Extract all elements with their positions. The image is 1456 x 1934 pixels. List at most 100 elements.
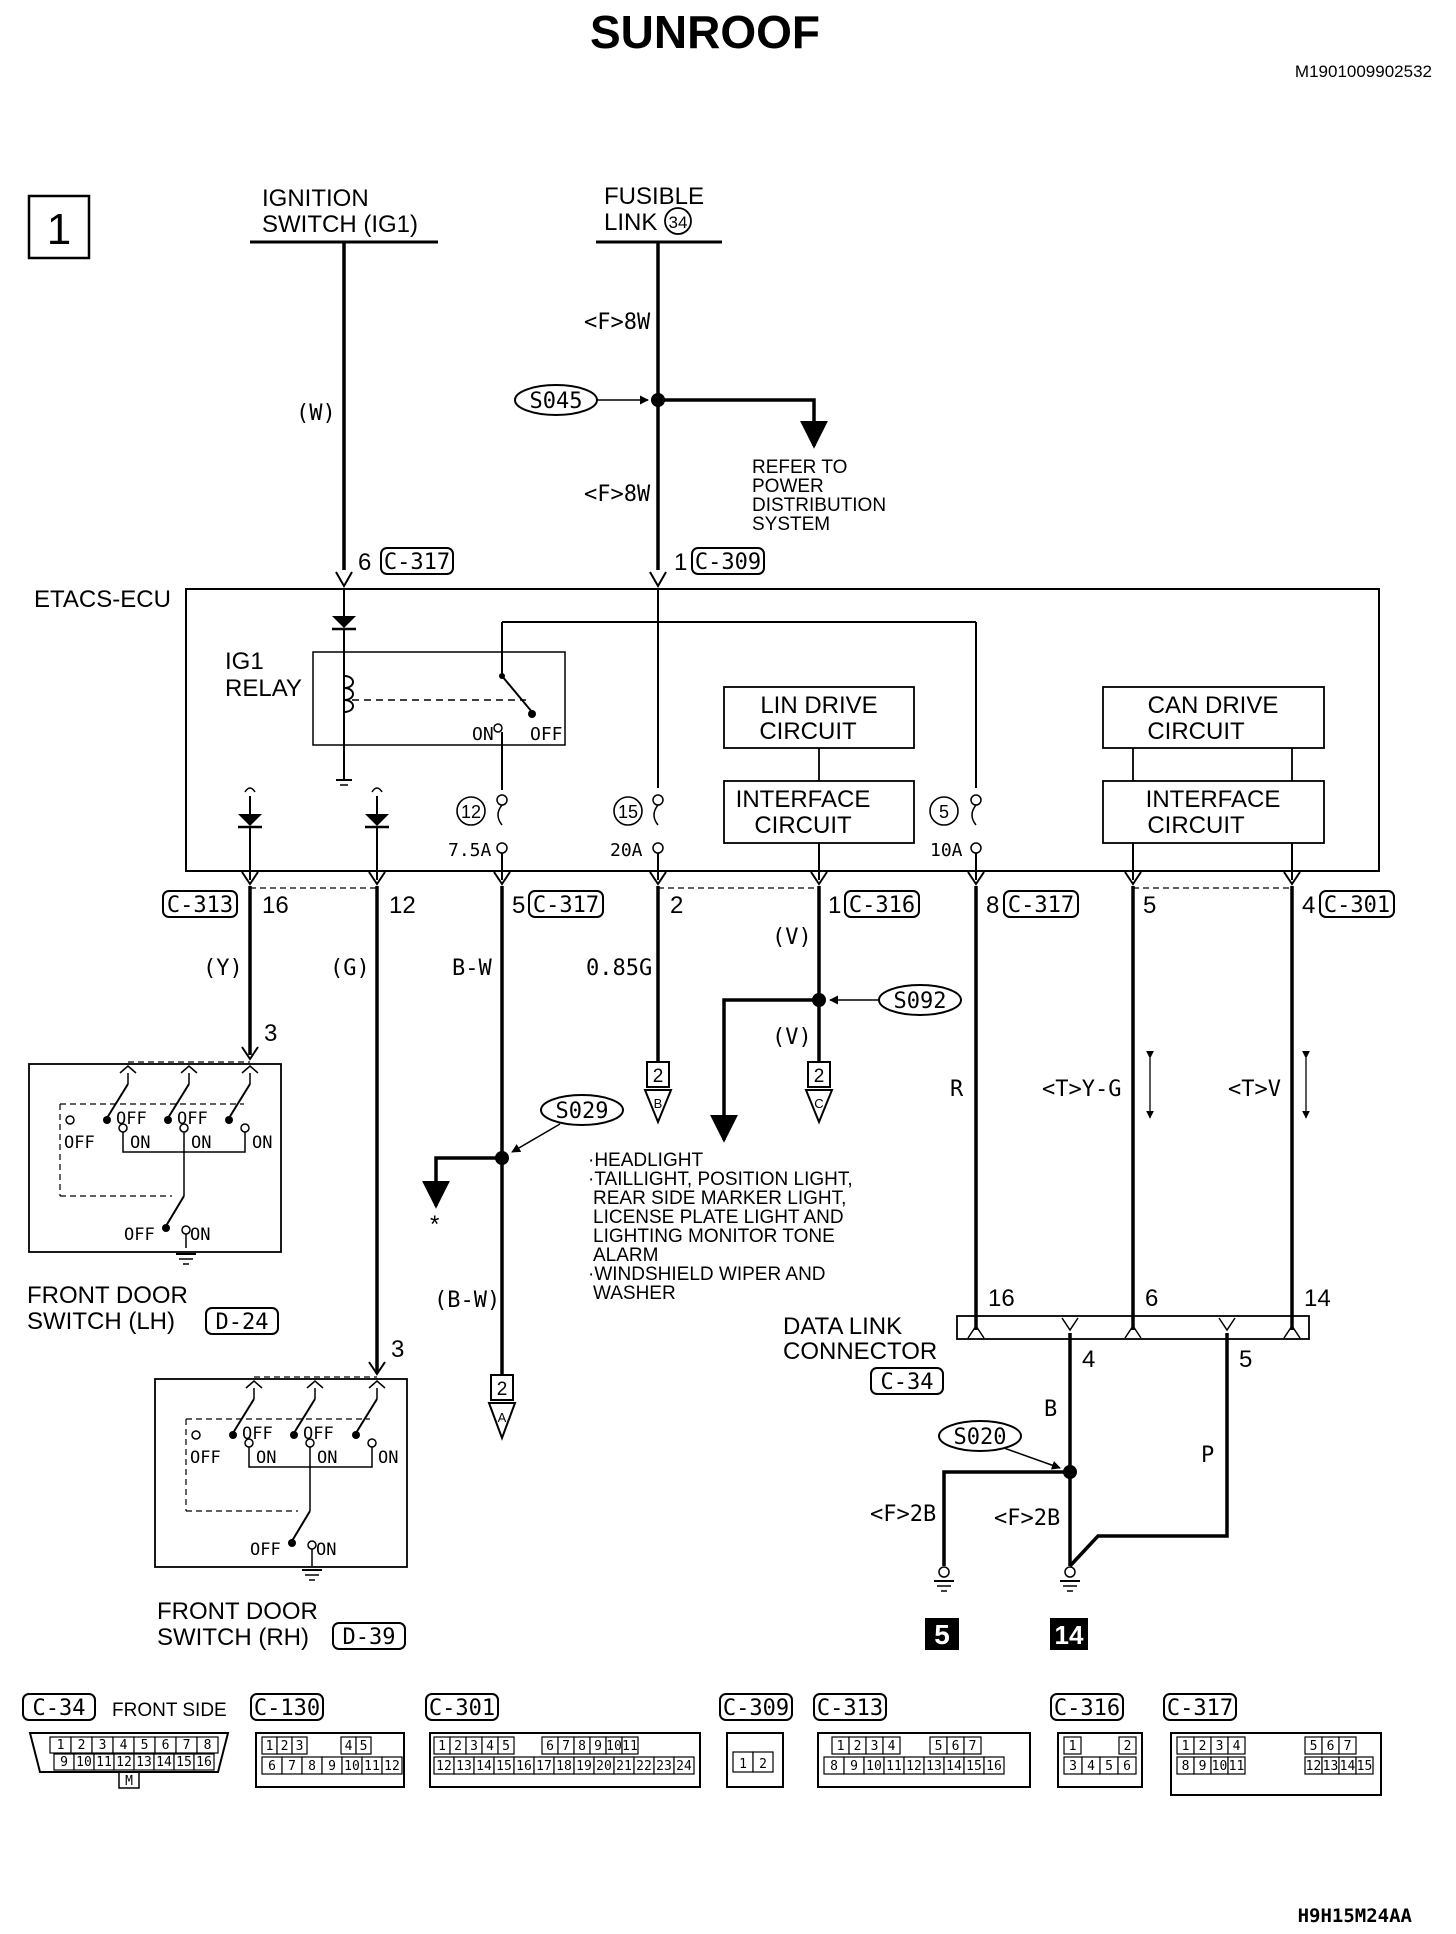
fuse-12-number: 12 [461, 802, 481, 822]
door-rh-conn: D-39 [343, 1625, 396, 1650]
face-c301-id: C-301 [429, 1696, 495, 1721]
connector-pin-cell [673, 1756, 695, 1775]
connector-pin-number: 2 [1199, 1739, 1207, 1754]
door-lh-name-2: SWITCH (LH) [27, 1308, 175, 1335]
lh-on-1: ON [130, 1133, 150, 1153]
connector-pin-number: 5 [935, 1739, 943, 1754]
document-code: M1901009902532 [1295, 62, 1432, 81]
connector-pin-cell [882, 1736, 901, 1755]
pin-1: 1 [828, 892, 841, 919]
fuse-15-rating: 20A [610, 840, 643, 861]
connector-pin-number: 10 [76, 1755, 92, 1770]
pin-5: 5 [512, 892, 525, 919]
connector-pin-number: 2 [281, 1739, 289, 1754]
interface-2-label-1: INTERFACE [1146, 786, 1281, 813]
connector-pin-number: 2 [454, 1739, 462, 1754]
rh-on-1: ON [256, 1448, 276, 1468]
connector-pin-number: 14 [946, 1759, 962, 1774]
wire-s029-branch [422, 1156, 502, 1209]
connector-pin-number: 7 [288, 1759, 296, 1774]
door-rh-name-2: SWITCH (RH) [157, 1624, 309, 1651]
load-line-2: ·TAILLIGHT, POSITION LIGHT, [588, 1169, 853, 1190]
connector-pin-number: 9 [60, 1755, 68, 1770]
front-door-switch-lh: OFF OFF OFF ON ON ON OFF ON FRONT DOOR S… [27, 1046, 282, 1335]
connector-pin-number: 5 [141, 1738, 149, 1753]
dlc-pin-14: 14 [1304, 1285, 1331, 1312]
ground-14-badge [1050, 1618, 1088, 1650]
splice-s045-label: S045 [530, 389, 583, 414]
connector-pin-number: 3 [1216, 1739, 1224, 1754]
connector-pin-number: 10 [866, 1759, 882, 1774]
diode-ig1-icon [332, 616, 356, 628]
offpage-a-num: 2 [497, 1379, 508, 1400]
conn-c316: C-316 [849, 893, 915, 918]
wire-label-f8w-upper: <F>8W [584, 310, 651, 335]
splice-s029-label: S029 [556, 1099, 609, 1124]
offpage-connector-b: 2 B [643, 1061, 673, 1125]
connector-pin-number: 7 [183, 1738, 191, 1753]
lh-off-4: OFF [124, 1225, 155, 1245]
wire-p [1068, 1333, 1229, 1568]
connector-pin-number: 16 [986, 1759, 1002, 1774]
connector-pin-number: 7 [969, 1739, 977, 1754]
face-c316-id: C-316 [1054, 1696, 1120, 1721]
pin-2: 2 [670, 892, 683, 919]
connector-pin-number: 13 [456, 1759, 472, 1774]
fuse-12: 12 7.5A [448, 794, 508, 861]
connector-pin-number: 15 [966, 1759, 982, 1774]
fuse-5: 5 10A [929, 794, 982, 861]
connector-pin-number: 6 [268, 1759, 276, 1774]
connector-pin-cell [355, 1736, 372, 1755]
interface-2-label-2: CIRCUIT [1147, 812, 1245, 839]
pin-16: 16 [262, 892, 289, 919]
ignition-label-2: SWITCH (IG1) [262, 211, 418, 238]
fuse-12-rating: 7.5A [448, 840, 492, 861]
lin-drive-label-2: CIRCUIT [759, 718, 857, 745]
lin-drive-label-1: LIN DRIVE [760, 692, 877, 719]
rh-off-3: OFF [190, 1448, 221, 1468]
wire-label-b: B [1044, 1397, 1057, 1422]
connector-pin-number: 15 [1357, 1759, 1373, 1774]
connector-pin-number: 4 [888, 1739, 896, 1754]
dlc-name-2: CONNECTOR [783, 1338, 937, 1365]
connector-pin-cell [1117, 1756, 1137, 1775]
lh-on-4: ON [190, 1225, 210, 1245]
dlc-pin-5: 5 [1239, 1346, 1252, 1373]
connector-pin-cell [381, 1756, 403, 1775]
connector-pin-number: 16 [196, 1755, 212, 1770]
connector-pin-cell [497, 1736, 515, 1755]
connector-pin-number: 3 [1069, 1759, 1077, 1774]
connector-pin-cell [963, 1736, 982, 1755]
connector-pin-number: 5 [360, 1739, 368, 1754]
diode-pin16-icon [238, 814, 262, 826]
ignition-switch-source: IGNITION SWITCH (IG1) [250, 185, 438, 244]
connector-pin-number: 17 [536, 1759, 552, 1774]
face-c313-id: C-313 [817, 1696, 883, 1721]
offpage-a-letter: A [498, 1410, 507, 1425]
connector-pin-cell [193, 1753, 215, 1771]
refer-to-2: POWER [752, 476, 824, 497]
connector-pin-number: 2 [759, 1757, 767, 1772]
connector-pin-number: 1 [266, 1739, 274, 1754]
pin-top-6: 6 [358, 549, 371, 576]
wire-label-tv: <T>V [1228, 1077, 1281, 1102]
connector-pin-number: 15 [176, 1755, 192, 1770]
connector-pin-cell [1118, 1736, 1137, 1755]
connector-pin-cell [291, 1736, 308, 1755]
offpage-b-num: 2 [653, 1066, 664, 1087]
connector-pin-number: 1 [1069, 1739, 1077, 1754]
fuse-5-rating: 10A [930, 840, 963, 861]
splice-s092-label: S092 [894, 989, 947, 1014]
connector-pin-number: 10 [606, 1739, 622, 1754]
load-line-7: ·WINDSHIELD WIPER AND [588, 1264, 826, 1285]
fuse-15: 15 20A [610, 794, 664, 861]
dlc-conn: C-34 [881, 1370, 934, 1395]
connector-pin-number: 21 [616, 1759, 632, 1774]
connector-pin-number: 12 [384, 1759, 400, 1774]
connector-pin-number: 4 [486, 1739, 494, 1754]
splice-s020-label: S020 [954, 1425, 1007, 1450]
connector-pin-number: 14 [1340, 1759, 1356, 1774]
wire-label-w: (W) [296, 401, 336, 426]
connector-pin-number: 11 [364, 1759, 380, 1774]
connector-pin-cell [1227, 1756, 1246, 1775]
